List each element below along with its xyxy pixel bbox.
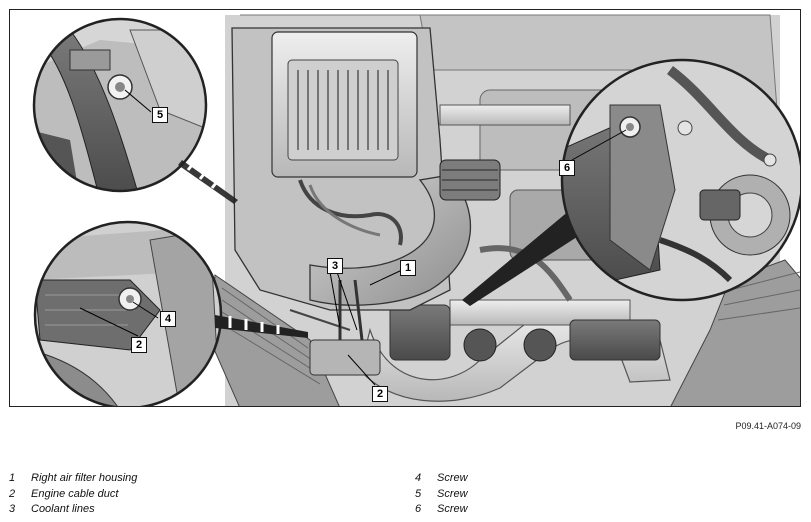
legend-label: Screw: [437, 472, 468, 484]
leader-3b: [336, 271, 358, 331]
legend-label: Screw: [437, 503, 468, 515]
legend-label: Screw: [437, 487, 468, 500]
figure-code: P09.41-A074-09: [735, 421, 801, 431]
legend-num: 1: [9, 472, 16, 484]
engine-illustration: [32, 14, 800, 406]
legend-item: 2 Engine cable duct: [9, 487, 137, 503]
legend-num: 3: [9, 503, 16, 515]
leader-5: [124, 89, 152, 113]
leader-2a: [79, 307, 139, 337]
leader-4: [132, 301, 159, 319]
legend-num: 6: [415, 503, 422, 515]
legend-label: Coolant lines: [31, 503, 95, 515]
callout-2b: 2: [372, 386, 388, 402]
legend-item: 3 Coolant lines: [9, 502, 137, 518]
legend-left: 1 Right air filter housing 2 Engine cable …: [9, 471, 137, 518]
legend-num: 2: [9, 487, 16, 500]
leader-2b: [347, 354, 376, 386]
legend-label: Right air filter housing: [31, 472, 138, 484]
legend-item: 5 Screw: [415, 487, 468, 503]
leader-6: [571, 129, 627, 161]
callout-1: 1: [400, 260, 416, 276]
callout-4: 4: [160, 311, 176, 327]
legend-num: 4: [415, 472, 422, 484]
callout-5: 5: [152, 107, 168, 123]
engine-diagram: 5 4 2 6 1 3 2: [9, 9, 801, 407]
leader-3a: [329, 271, 341, 329]
legend-num: 5: [415, 487, 422, 500]
legend-item: 4 Screw: [415, 471, 468, 487]
leader-1: [369, 269, 403, 286]
callout-3: 3: [327, 258, 343, 274]
legend-item: 6 Screw: [415, 502, 468, 518]
callout-6: 6: [559, 160, 575, 176]
legend-label: Engine cable duct: [31, 487, 119, 500]
legend-item: 1 Right air filter housing: [9, 471, 137, 487]
callout-2a: 2: [131, 337, 147, 353]
